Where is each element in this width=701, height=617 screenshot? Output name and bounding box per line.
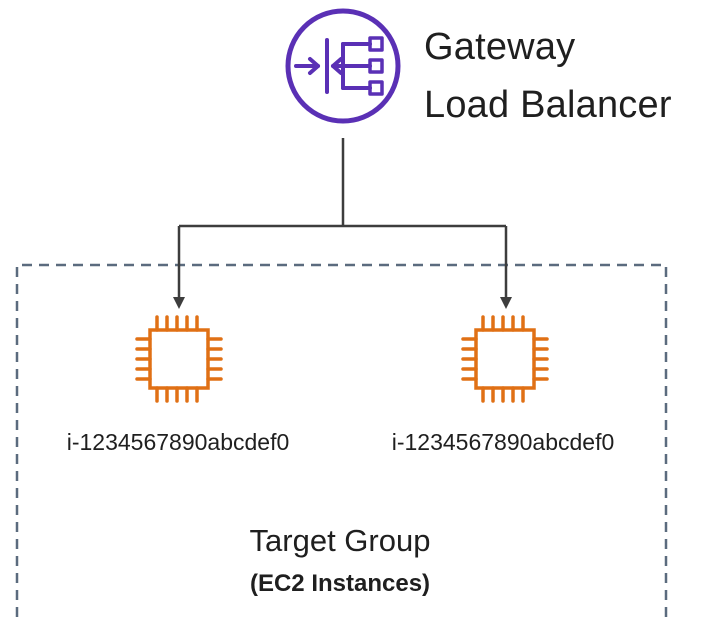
arrowhead-right [500,297,512,309]
gateway-load-balancer-label: Gateway Load Balancer [424,18,672,134]
ec2-instance-chip-icon-right [461,315,549,403]
gateway-load-balancer-icon [285,8,401,124]
gateway-label-line2: Load Balancer [424,84,672,126]
target-group-boundary [15,263,668,617]
instance-id-label-left: i-1234567890abcdef0 [66,429,290,455]
target-group-title: Target Group [249,523,431,558]
ec2-instance-chip-icon-left [135,315,223,403]
connector-lines [177,138,508,298]
gateway-label-line1: Gateway [424,26,576,68]
arrowhead-left [173,297,185,309]
target-group-subtitle: (EC2 Instances) [249,570,431,597]
instance-id-label-right: i-1234567890abcdef0 [391,429,615,455]
